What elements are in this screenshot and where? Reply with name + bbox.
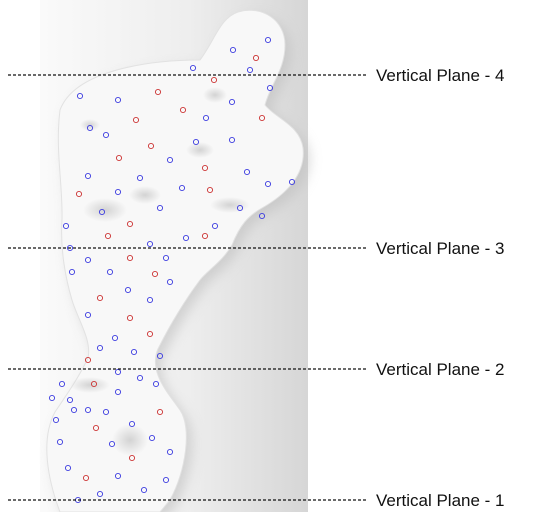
sample-marker-blue [162,476,170,484]
sample-marker-red [104,232,112,240]
sample-marker-red [179,106,187,114]
sample-marker-blue [192,138,200,146]
sample-marker-blue [189,64,197,72]
sample-marker-blue [52,416,60,424]
sample-marker-red [84,356,92,364]
sample-marker-red [156,408,164,416]
sample-marker-blue [114,96,122,104]
sample-marker-red [126,254,134,262]
sample-marker-blue [178,184,186,192]
sample-marker-blue [228,98,236,106]
sample-marker-blue [182,234,190,242]
sample-marker-blue [166,448,174,456]
sample-marker-blue [64,464,72,472]
sample-marker-blue [114,188,122,196]
sample-marker-blue [58,380,66,388]
sample-marker-red [90,380,98,388]
sample-marker-blue [106,268,114,276]
sample-marker-blue [84,311,92,319]
sample-marker-blue [114,388,122,396]
sample-marker-blue [68,268,76,276]
sample-marker-blue [211,222,219,230]
sample-marker-blue [140,486,148,494]
sample-marker-blue [130,348,138,356]
sample-marker-blue [266,84,274,92]
plane-3: Vertical Plane - 3 [8,239,505,258]
plane-1: Vertical Plane - 1 [8,491,505,510]
sample-marker-blue [166,156,174,164]
sample-marker-blue [84,406,92,414]
sample-marker-red [147,142,155,150]
plane-2: Vertical Plane - 2 [8,360,505,379]
sample-marker-blue [108,440,116,448]
sample-marker-blue [202,114,210,122]
sample-marker-blue [102,408,110,416]
sample-marker-blue [98,208,106,216]
specimen-shape [46,9,304,512]
sample-marker-blue [84,172,92,180]
sample-marker-blue [243,168,251,176]
sample-marker-red [252,54,260,62]
sample-marker-blue [124,286,132,294]
surface-texture [70,87,250,456]
sample-marker-red [126,314,134,322]
sample-marker-blue [70,406,78,414]
sample-marker-blue [156,204,164,212]
plane-3-label: Vertical Plane - 3 [376,239,505,258]
sample-marker-blue [264,36,272,44]
sample-marker-blue [48,394,56,402]
sample-marker-blue [86,124,94,132]
sample-marker-blue [288,178,296,186]
sample-marker-red [154,88,162,96]
sample-marker-red [126,220,134,228]
sample-marker-blue [56,438,64,446]
sample-marker-blue [76,92,84,100]
sample-marker-blue [84,256,92,264]
sample-marker-red [82,474,90,482]
sample-marker-blue [166,278,174,286]
sample-marker-blue [96,490,104,498]
sample-marker-red [115,154,123,162]
sample-marker-red [206,186,214,194]
sample-marker-blue [156,352,164,360]
sample-marker-red [132,116,140,124]
sample-marker-blue [258,212,266,220]
plane-4-label: Vertical Plane - 4 [376,66,505,85]
sample-marker-blue [136,174,144,182]
sample-marker-red [210,76,218,84]
sample-marker-red [96,294,104,302]
sample-marker-blue [114,472,122,480]
sample-marker-blue [111,334,119,342]
sample-marker-blue [146,296,154,304]
plane-2-label: Vertical Plane - 2 [376,360,505,379]
sample-marker-red [128,454,136,462]
sample-marker-blue [148,434,156,442]
sample-marker-red [146,330,154,338]
sample-marker-red [201,232,209,240]
sample-marker-blue [62,222,70,230]
sample-marker-blue [264,180,272,188]
plane-4: Vertical Plane - 4 [8,66,505,85]
sample-marker-blue [146,240,154,248]
sample-marker-blue [152,380,160,388]
sample-marker-blue [229,46,237,54]
sample-marker-blue [66,396,74,404]
sample-marker-red [258,114,266,122]
sample-marker-blue [66,244,74,252]
sample-marker-blue [96,344,104,352]
sample-marker-blue [136,374,144,382]
sample-marker-red [151,270,159,278]
sample-marker-red [201,164,209,172]
sample-marker-blue [228,136,236,144]
sample-marker-blue [162,254,170,262]
sample-marker-red [92,424,100,432]
sample-marker-blue [246,66,254,74]
sample-marker-blue [128,420,136,428]
plane-1-label: Vertical Plane - 1 [376,491,505,510]
sample-marker-blue [102,131,110,139]
sample-marker-blue [236,204,244,212]
sample-marker-red [75,190,83,198]
